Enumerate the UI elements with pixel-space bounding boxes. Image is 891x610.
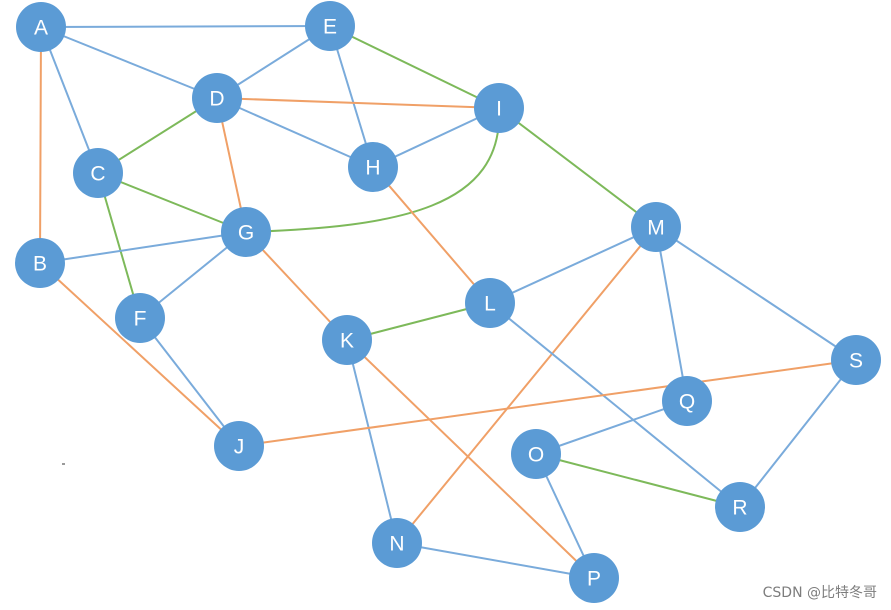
node-circle (569, 553, 619, 603)
node-p: P (569, 553, 619, 603)
edge-m-s (655, 226, 857, 361)
node-label: K (340, 330, 354, 353)
nodes-layer: A E D I C H G M B F L K S Q J O R N P (15, 1, 881, 603)
edge-s-j (238, 359, 857, 447)
node-g: G (221, 207, 271, 257)
node-label: O (528, 444, 544, 467)
edge-i-m (498, 107, 657, 228)
node-label: I (496, 98, 502, 121)
edge-m-n (396, 226, 657, 544)
node-label: C (90, 163, 105, 186)
edge-i-g (245, 107, 501, 233)
edge-a-c (40, 26, 99, 174)
edge-k-n (346, 339, 398, 544)
node-j: J (214, 421, 264, 471)
node-n: N (372, 518, 422, 568)
node-r: R (715, 482, 765, 532)
node-label: N (389, 533, 404, 556)
node-h: H (348, 142, 398, 192)
node-label: M (647, 217, 665, 240)
edge-a-e (40, 25, 331, 28)
node-label: E (323, 16, 337, 39)
watermark: CSDN @比特冬哥 (762, 585, 877, 601)
node-circle (192, 73, 242, 123)
node-circle (831, 335, 881, 385)
node-f: F (115, 293, 165, 343)
edge-f-j (139, 317, 240, 447)
node-s: S (831, 335, 881, 385)
edge-q-o (535, 400, 688, 455)
node-circle (465, 278, 515, 328)
node-label: H (365, 157, 380, 180)
node-q: Q (662, 376, 712, 426)
node-label: B (33, 253, 47, 276)
edge-d-i (216, 97, 500, 109)
node-label: R (732, 497, 747, 520)
node-circle (322, 315, 372, 365)
edge-a-b (39, 26, 42, 264)
node-i: I (474, 83, 524, 133)
edge-m-l (489, 226, 657, 304)
node-b: B (15, 238, 65, 288)
edge-m-q (655, 226, 688, 402)
node-e: E (305, 1, 355, 51)
node-circle (372, 518, 422, 568)
node-circle (221, 207, 271, 257)
node-c: C (73, 148, 123, 198)
edge-b-j (39, 262, 240, 447)
node-d: D (192, 73, 242, 123)
edge-d-h (216, 97, 374, 168)
edge-n-p (396, 542, 595, 579)
edge-s-r (739, 359, 857, 508)
node-circle (73, 148, 123, 198)
node-label: L (484, 293, 496, 316)
node-label: G (238, 222, 254, 245)
node-circle (511, 429, 561, 479)
stray-dot (62, 463, 65, 465)
node-label: A (34, 17, 48, 40)
edge-c-f (97, 172, 141, 319)
edge-c-g (97, 172, 247, 233)
node-label: D (209, 88, 224, 111)
node-circle (631, 202, 681, 252)
edge-g-b (39, 231, 247, 264)
edge-e-i (329, 25, 500, 109)
node-label: S (849, 350, 863, 373)
edge-h-l (372, 166, 491, 304)
node-label: F (134, 308, 147, 331)
edge-k-p (346, 339, 595, 579)
node-circle (305, 1, 355, 51)
edge-a-d (40, 26, 218, 99)
node-a: A (16, 2, 66, 52)
node-circle (474, 83, 524, 133)
node-o: O (511, 429, 561, 479)
node-label: J (234, 436, 245, 459)
node-circle (348, 142, 398, 192)
node-circle (15, 238, 65, 288)
node-circle (115, 293, 165, 343)
node-k: K (322, 315, 372, 365)
edge-o-r (535, 453, 741, 508)
node-label: Q (679, 391, 695, 414)
node-circle (214, 421, 264, 471)
node-l: L (465, 278, 515, 328)
node-label: P (587, 568, 601, 591)
node-circle (16, 2, 66, 52)
node-circle (715, 482, 765, 532)
node-circle (662, 376, 712, 426)
node-m: M (631, 202, 681, 252)
edge-l-r (489, 302, 741, 508)
